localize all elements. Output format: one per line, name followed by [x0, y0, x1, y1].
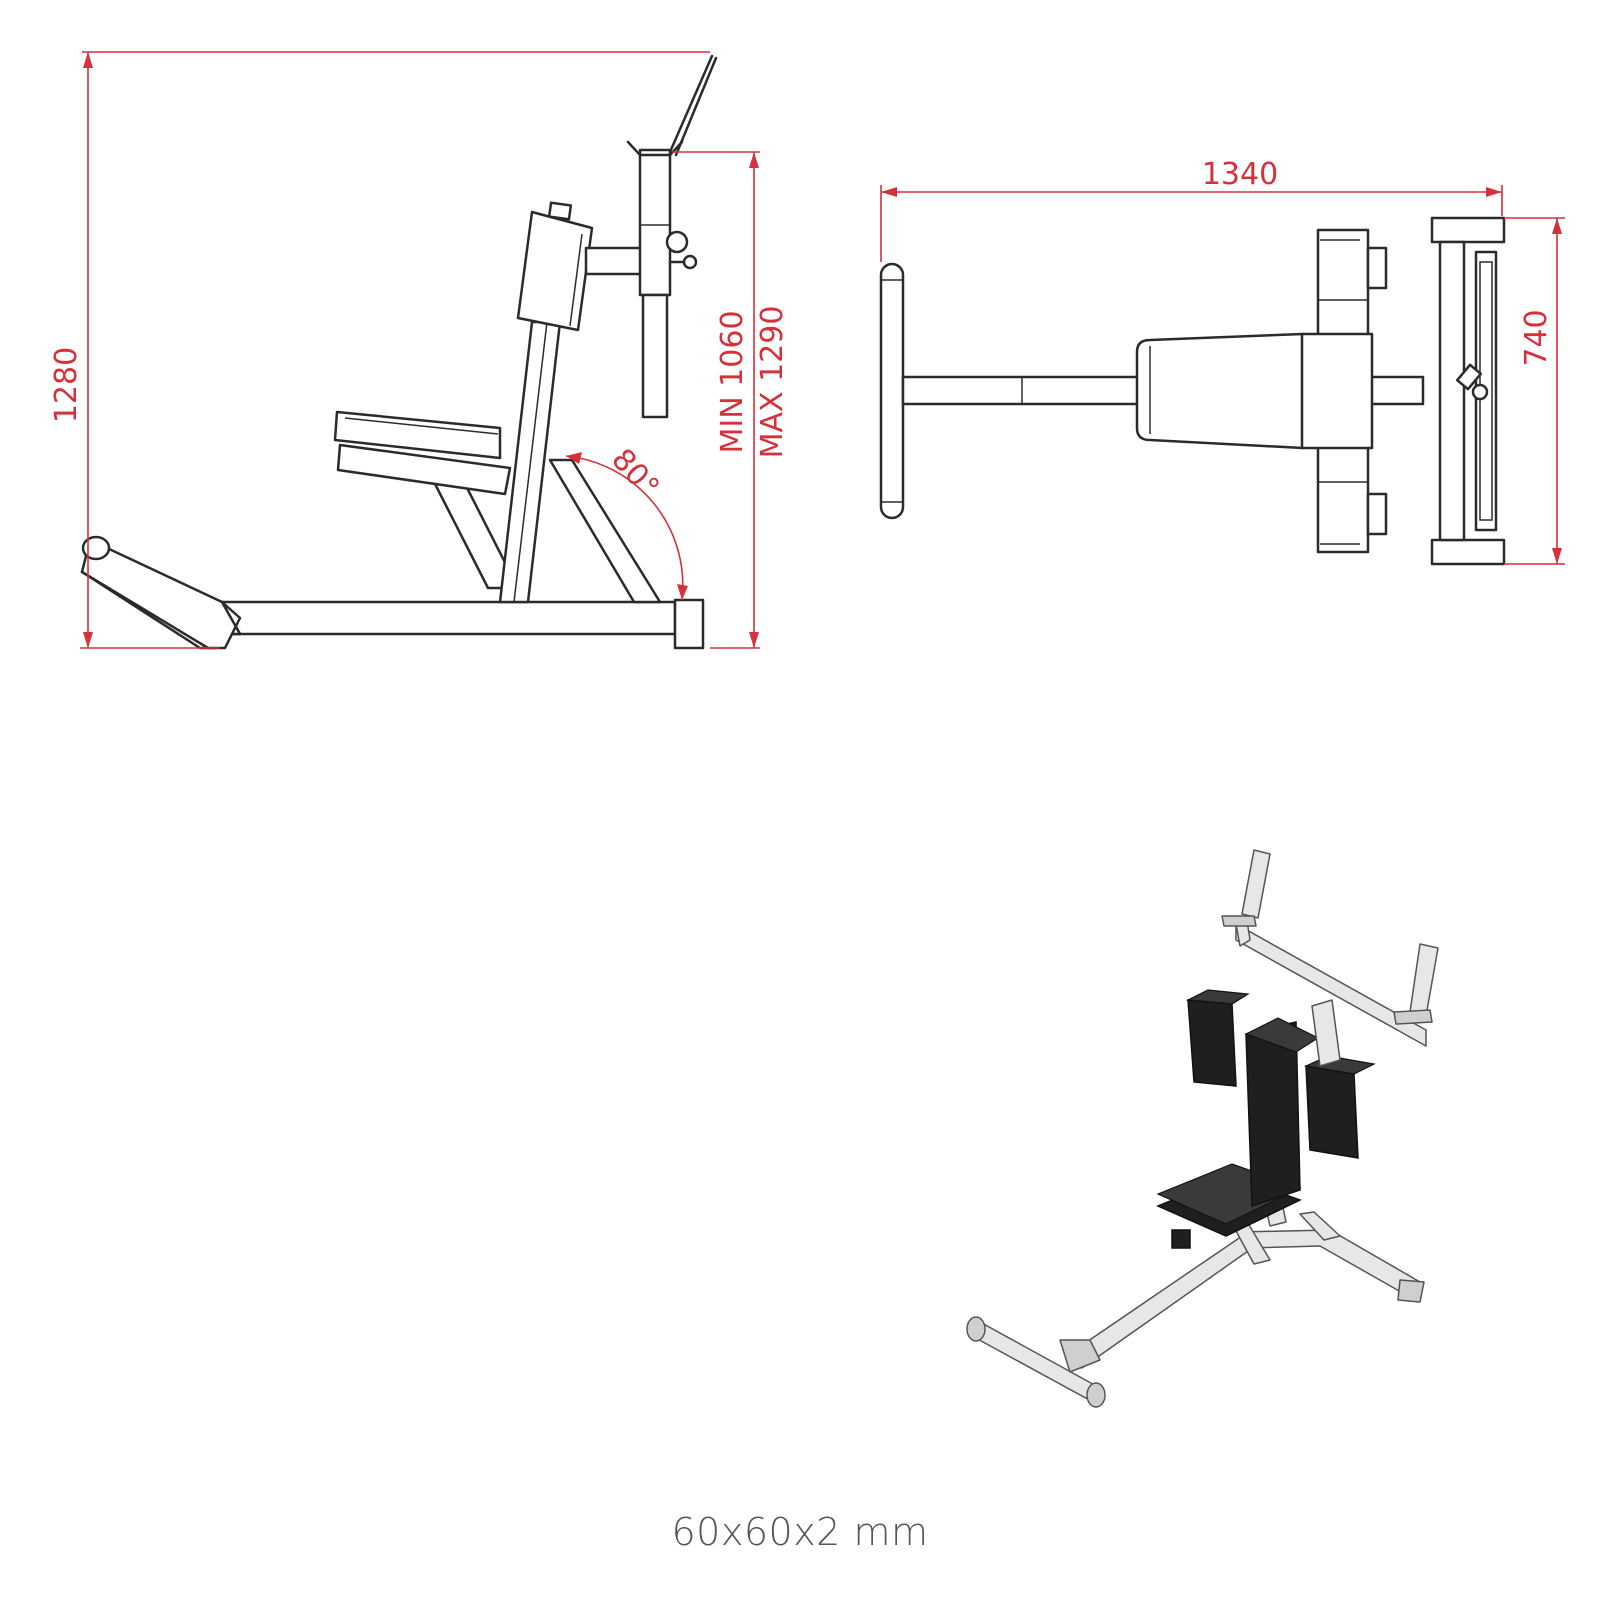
seat-pad	[333, 410, 502, 460]
render-left-handle	[1241, 849, 1271, 919]
arm-connector	[584, 246, 646, 276]
top-handle-a	[1430, 216, 1506, 244]
seat-frame	[336, 443, 512, 496]
top-front-bar	[879, 262, 905, 520]
length-dimension-label: 1340	[1202, 157, 1278, 192]
render-left-chest-pad	[1187, 999, 1237, 1087]
rear-strut	[548, 458, 662, 604]
top-seat-pad	[1135, 332, 1305, 450]
render-handle-bar	[1235, 923, 1427, 1047]
min-height-label: MIN 1060	[715, 310, 750, 453]
angle-arc	[565, 455, 684, 601]
top-view-dimensions: 1340 740	[880, 157, 1565, 565]
back-pad	[516, 210, 594, 332]
render-right-chest-pad	[1305, 1065, 1359, 1159]
front-roller	[81, 535, 111, 561]
top-view-drawing	[879, 216, 1506, 566]
render-right-handle	[1409, 943, 1439, 1017]
outer-tube	[638, 148, 672, 297]
top-cradle	[626, 140, 684, 157]
isometric-render	[966, 849, 1439, 1408]
back-pad-cap	[547, 201, 573, 221]
top-handle-rail	[1438, 240, 1466, 542]
base-beam	[197, 600, 677, 636]
render-main-beam	[1071, 1231, 1259, 1369]
angle-label: 80°	[604, 442, 666, 505]
side-view-drawing	[80, 54, 718, 650]
top-handle-b	[1430, 538, 1506, 566]
top-back-bracket-b	[1366, 492, 1388, 536]
pop-pin-knob-icon	[665, 230, 689, 254]
inner-tube	[641, 293, 669, 419]
height-dimension-label: 1280	[49, 347, 84, 423]
max-height-label: MAX 1290	[755, 306, 790, 459]
top-lever	[668, 54, 714, 154]
tube-spec-label: 60x60x2 mm	[671, 1510, 929, 1554]
top-back-pad	[1300, 332, 1374, 450]
side-view-dimensions: 1280 MIN 1060 MAX 1290 80°	[49, 51, 790, 649]
top-back-bracket-a	[1366, 246, 1388, 290]
width-dimension-label: 740	[1519, 309, 1554, 366]
base-end-block	[673, 598, 705, 650]
top-pop-pin-icon	[1455, 363, 1483, 391]
render-rear-beam	[1239, 1229, 1421, 1297]
pop-pin-handle-icon	[682, 254, 698, 270]
top-pop-pin-knob-icon	[1471, 383, 1489, 401]
